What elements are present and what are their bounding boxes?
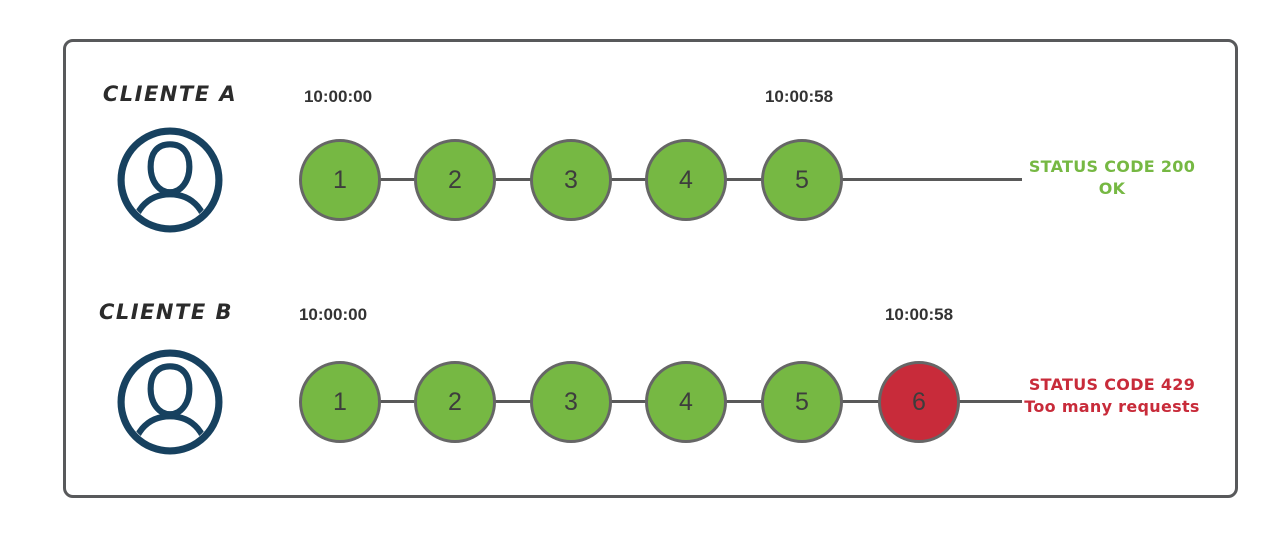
- request-circle: 3: [530, 139, 612, 221]
- status-code-line: STATUS CODE 200: [1028, 157, 1196, 176]
- request-number: 4: [679, 165, 693, 194]
- timestamp-end: 10:00:58: [884, 305, 954, 324]
- status-text-ok: STATUS CODE 200 OK: [1012, 156, 1212, 200]
- user-avatar-icon: [117, 127, 223, 233]
- status-message-line: OK: [1098, 179, 1126, 198]
- request-number: 5: [795, 387, 809, 416]
- request-number: 1: [333, 165, 347, 194]
- client-a-label: CLIENTE A: [102, 82, 238, 106]
- request-number: 1: [333, 387, 347, 416]
- request-circle: 1: [299, 361, 381, 443]
- request-number: 3: [564, 387, 578, 416]
- request-number: 5: [795, 165, 809, 194]
- status-message-line: Too many requests: [1024, 397, 1200, 416]
- request-circle: 4: [645, 139, 727, 221]
- timestamp-end: 10:00:58: [764, 87, 834, 106]
- request-circle: 5: [761, 361, 843, 443]
- request-number: 3: [564, 165, 578, 194]
- request-number: 6: [912, 387, 926, 416]
- status-text-error: STATUS CODE 429 Too many requests: [1012, 374, 1212, 418]
- diagram-frame: [63, 39, 1238, 498]
- user-avatar-icon: [117, 349, 223, 455]
- request-circle: 2: [414, 361, 496, 443]
- status-code-line: STATUS CODE 429: [1028, 375, 1196, 394]
- request-circle: 5: [761, 139, 843, 221]
- request-number: 2: [448, 165, 462, 194]
- request-circle: 3: [530, 361, 612, 443]
- request-number: 4: [679, 387, 693, 416]
- client-b-label: CLIENTE B: [98, 300, 233, 324]
- request-circle: 1: [299, 139, 381, 221]
- request-circle-error: 6: [878, 361, 960, 443]
- timestamp-start: 10:00:00: [303, 87, 373, 106]
- request-circle: 4: [645, 361, 727, 443]
- timestamp-start: 10:00:00: [298, 305, 368, 324]
- request-number: 2: [448, 387, 462, 416]
- request-circle: 2: [414, 139, 496, 221]
